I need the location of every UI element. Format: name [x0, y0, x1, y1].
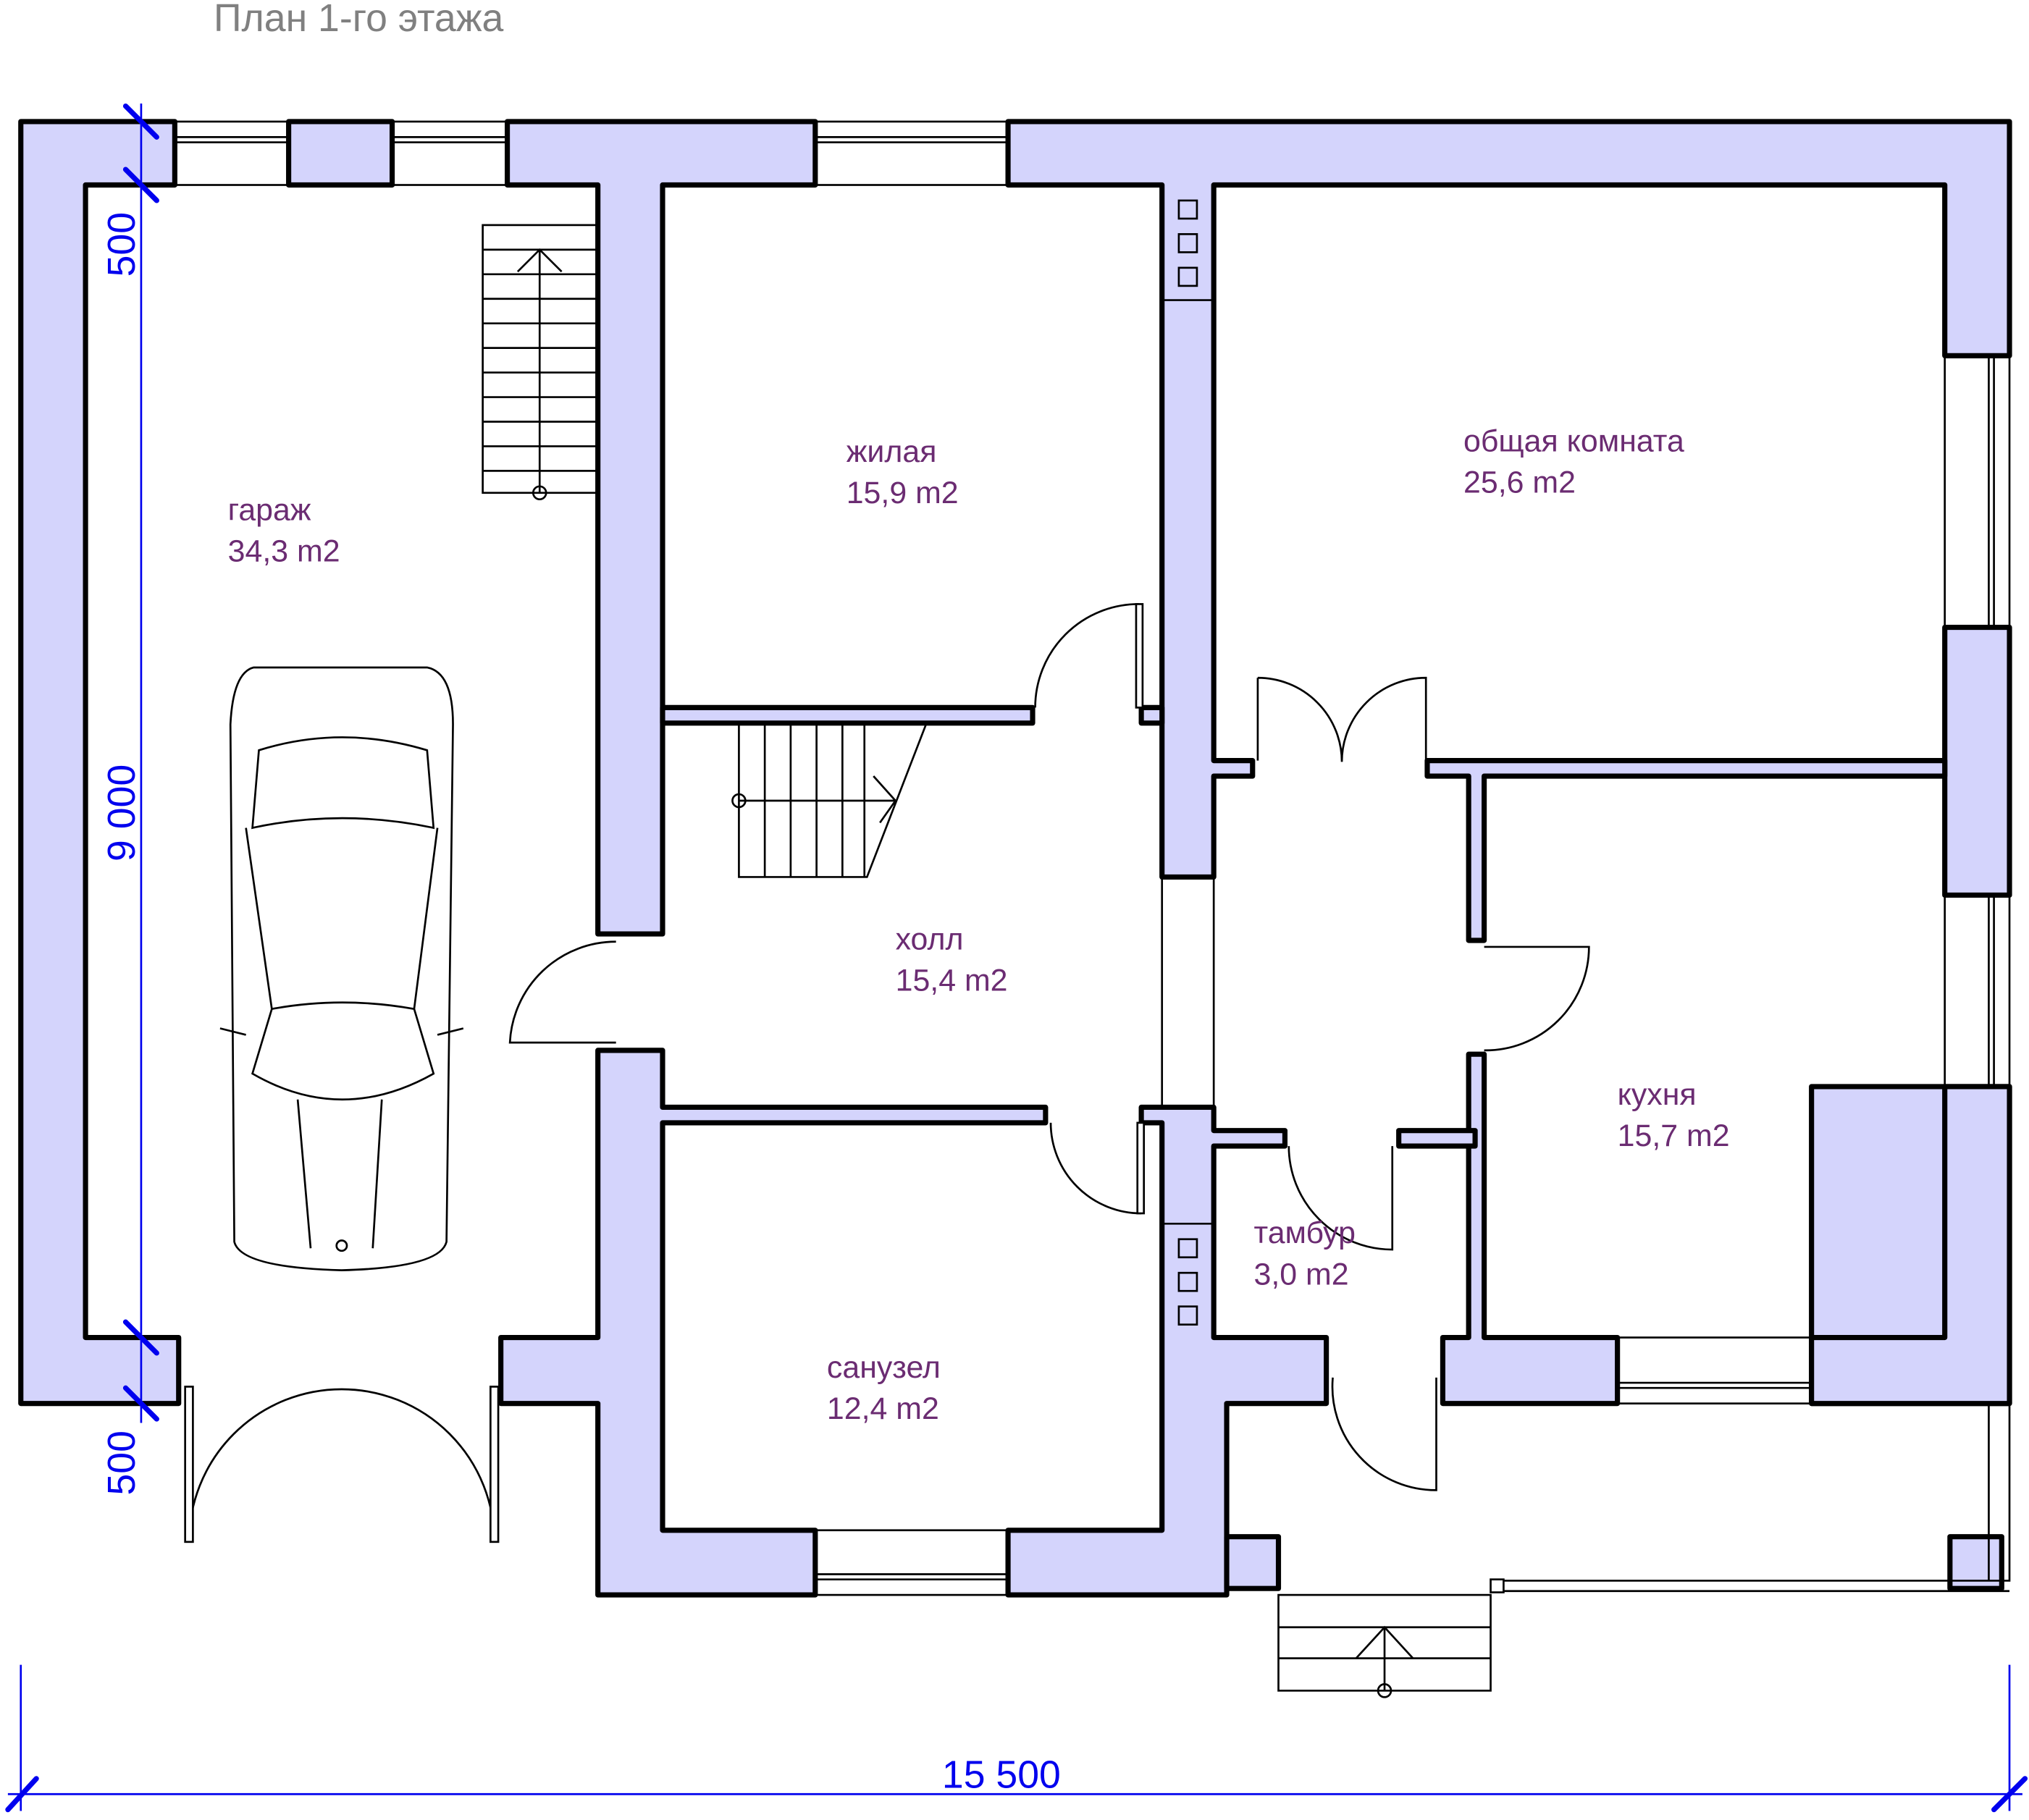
staircase-hall — [731, 722, 928, 878]
dimension-lines — [5, 103, 2028, 1813]
dim-bottom-offset: 500 — [100, 1431, 143, 1495]
plan-title: План 1-го этажа — [214, 0, 504, 40]
windows — [174, 120, 2011, 1596]
dim-top-offset: 500 — [100, 212, 143, 277]
room-kitchen-name: кухня — [1618, 1077, 1697, 1112]
room-garage-area: 34,3 m2 — [228, 534, 340, 568]
room-common-area: 25,6 m2 — [1463, 465, 1576, 500]
room-vestibule-name: тамбур — [1254, 1216, 1356, 1250]
room-bathroom-name: санузел — [827, 1350, 941, 1385]
room-hall-name: холл — [896, 922, 964, 956]
room-living-area: 15,9 m2 — [847, 476, 959, 510]
walls — [18, 119, 2012, 1598]
ventilation-ducts — [1161, 199, 1214, 1326]
room-vestibule-area: 3,0 m2 — [1254, 1257, 1349, 1292]
doors — [184, 603, 1590, 1543]
room-common-name: общая комната — [1463, 424, 1684, 459]
room-bathroom-area: 12,4 m2 — [827, 1391, 939, 1426]
entrance-steps — [1277, 1403, 2011, 1698]
room-living-name: жилая — [847, 434, 937, 469]
room-kitchen-area: 15,7 m2 — [1618, 1118, 1730, 1153]
car-icon — [219, 666, 464, 1271]
room-labels: гараж 34,3 m2 жилая 15,9 m2 общая комнат… — [228, 424, 1730, 1427]
staircase-garage — [482, 224, 599, 501]
dim-height: 9 000 — [100, 764, 143, 861]
dim-width: 15 500 — [942, 1753, 1061, 1796]
room-hall-area: 15,4 m2 — [896, 964, 1008, 998]
room-garage-name: гараж — [228, 492, 311, 527]
